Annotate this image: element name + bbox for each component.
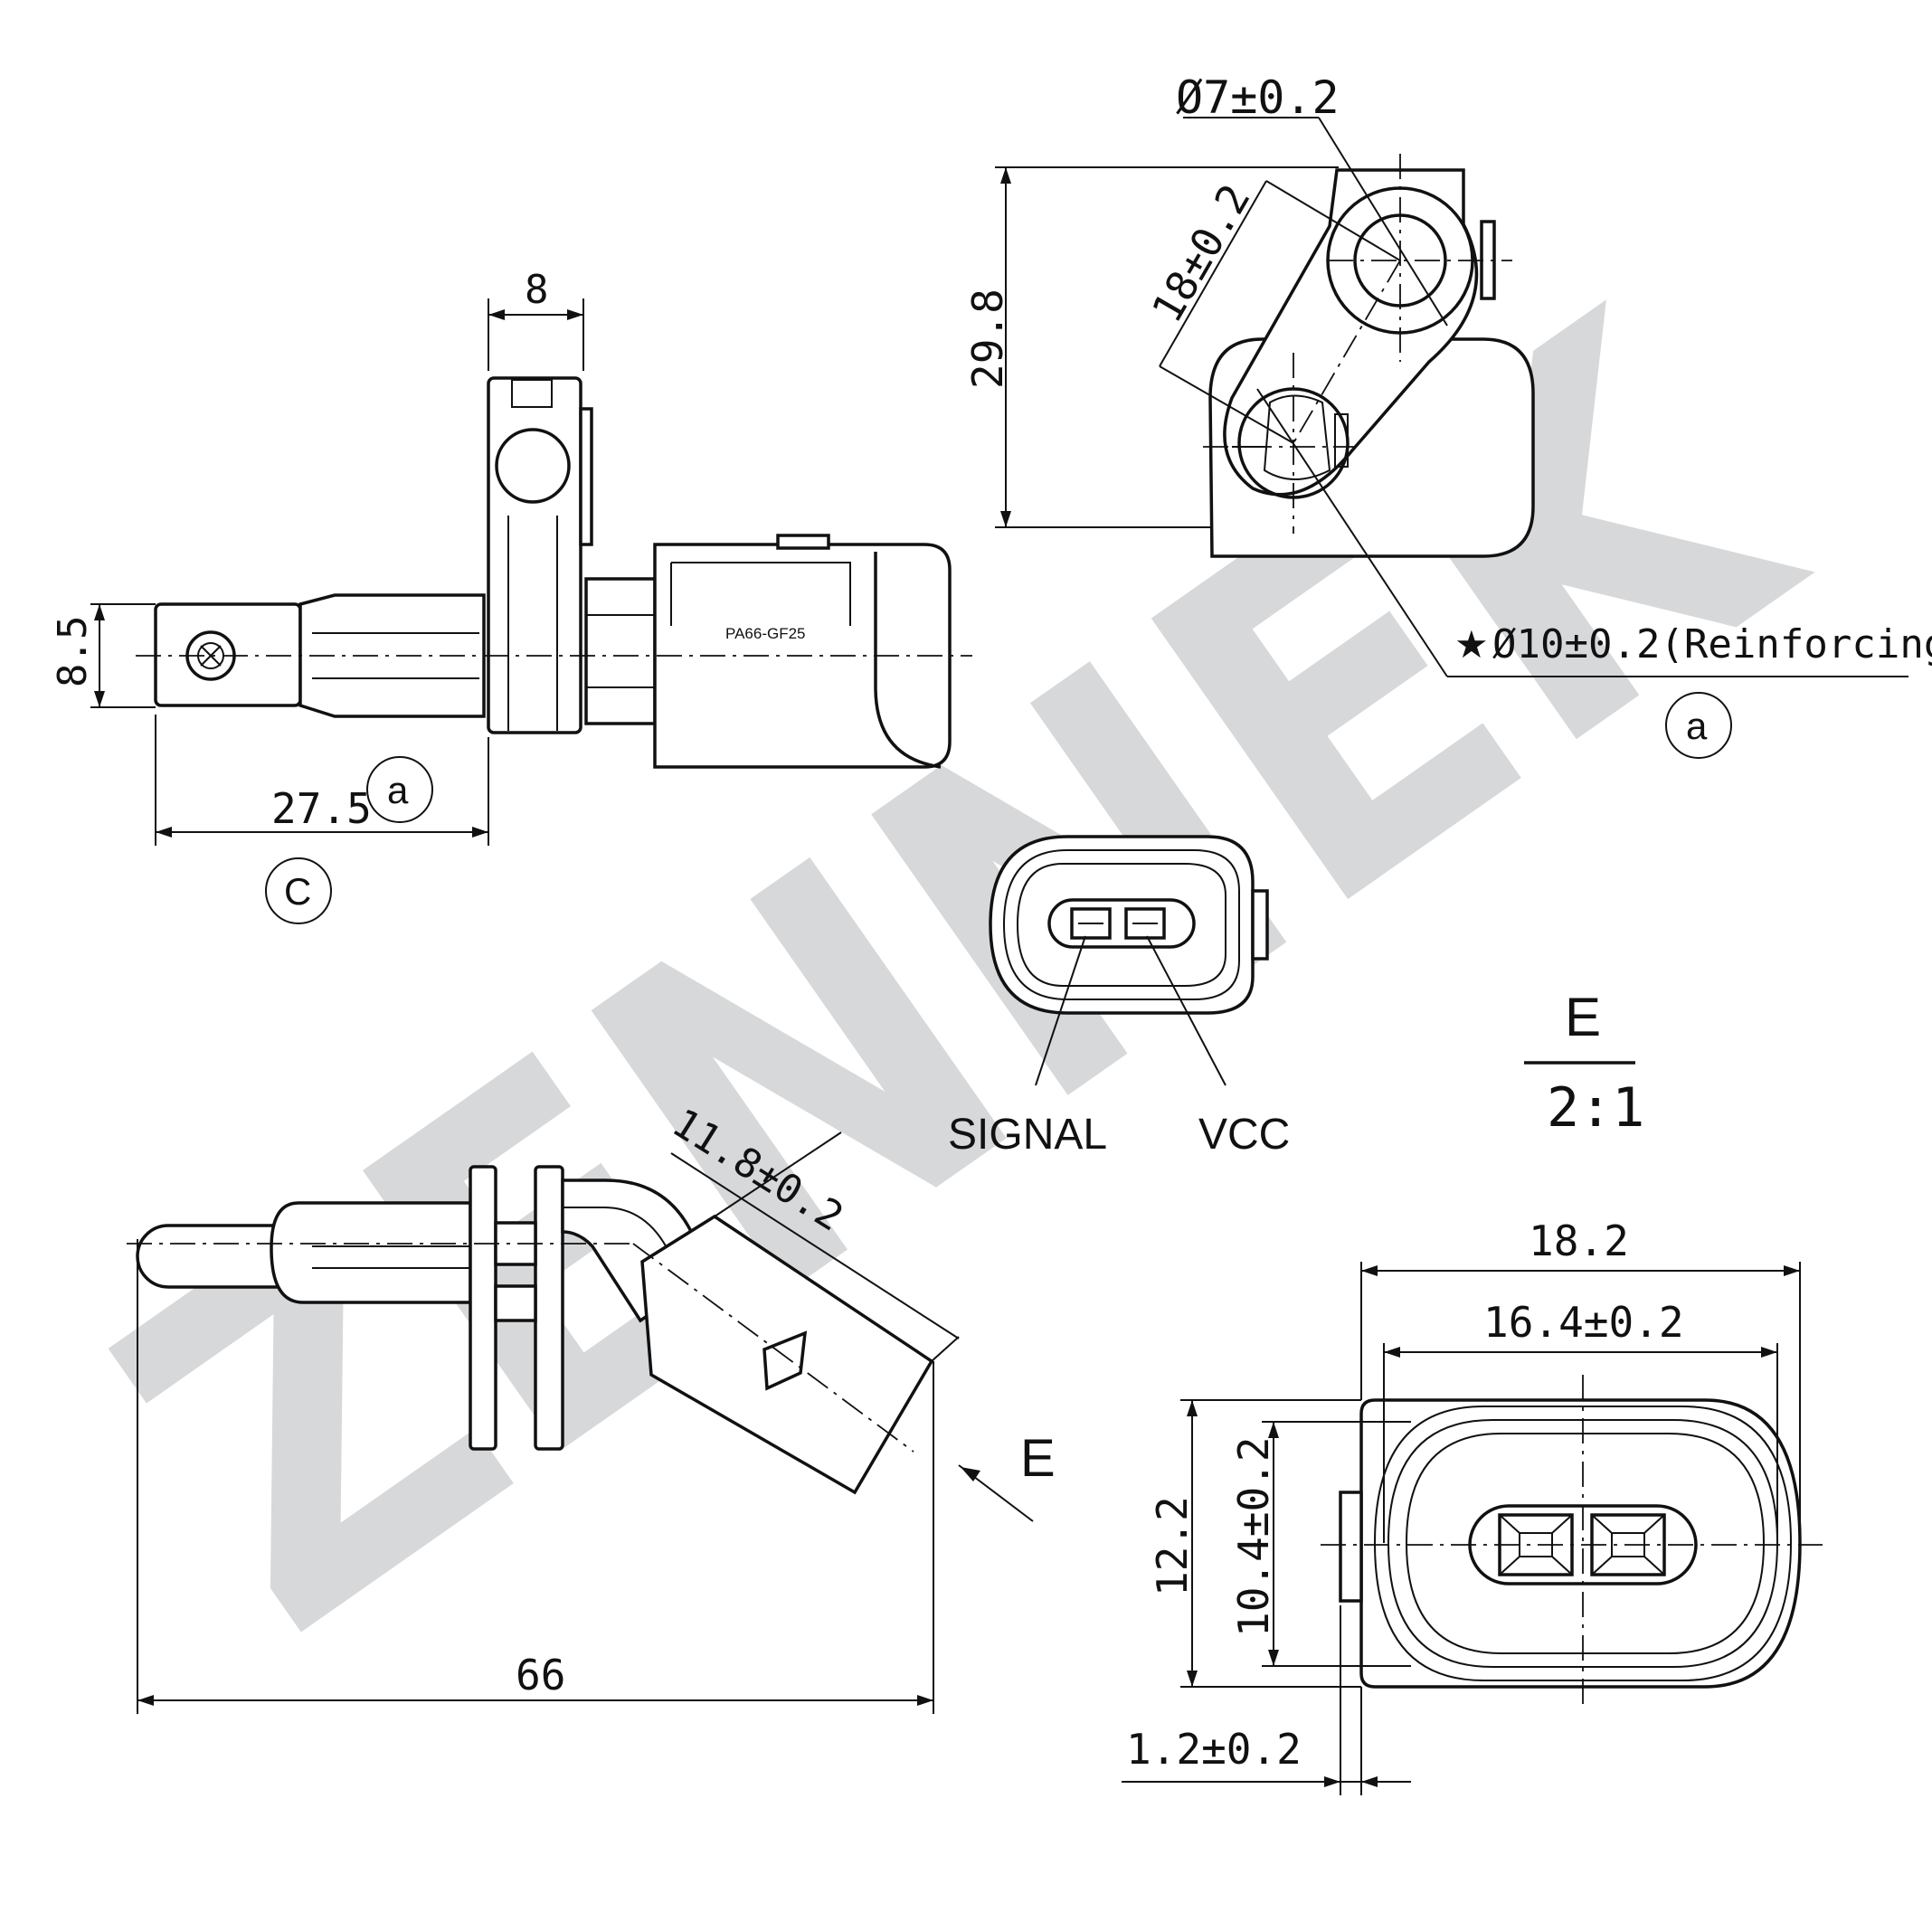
view-e-scale: E 2:1: [1524, 987, 1644, 1140]
detail-c-marker: C: [284, 870, 311, 913]
angled-view: [127, 1165, 934, 1495]
detail-a-marker-2: a: [1686, 705, 1708, 747]
view-e-title: E: [1565, 987, 1601, 1047]
dim-1-2: 1.2±0.2: [1126, 1725, 1302, 1774]
scale-label: 2:1: [1547, 1076, 1644, 1140]
dim-29-8: 29.8: [963, 289, 1012, 389]
signal-pin-label: SIGNAL: [948, 1111, 1107, 1159]
side-view-dimensions: 8 8.5 27.5 a C: [50, 267, 584, 924]
detail-a-marker: a: [387, 769, 409, 811]
star-icon: ★: [1454, 623, 1489, 666]
dim-hole-spacing: 18±0.2: [1142, 176, 1260, 331]
dim-hole-diameter: Ø7±0.2: [1176, 71, 1340, 124]
side-view: PA66-GF25: [136, 376, 972, 769]
dim-8: 8: [525, 267, 549, 313]
dim-10-4: 10.4±0.2: [1229, 1436, 1278, 1637]
dim-27-5: 27.5: [271, 784, 372, 833]
dim-12-2: 12.2: [1148, 1496, 1197, 1596]
dim-reinforcing: Ø10±0.2(Reinforcing): [1492, 621, 1932, 667]
connector-end-dimensions: 18.2 16.4±0.2 12.2 10.4±0.2 1.2±0.2: [1122, 1216, 1801, 1795]
vcc-pin-label: VCC: [1198, 1111, 1290, 1159]
material-label: PA66-GF25: [725, 625, 806, 642]
dim-16-4: 16.4±0.2: [1483, 1298, 1684, 1347]
dim-18-2: 18.2: [1529, 1216, 1629, 1265]
dim-66: 66: [516, 1651, 565, 1699]
connector-face-view: SIGNAL VCC: [948, 835, 1290, 1159]
connector-end-view: [1321, 1375, 1823, 1709]
dim-8-5: 8.5: [50, 616, 96, 687]
view-e-arrow-label: E: [1020, 1429, 1056, 1488]
top-view: [1203, 154, 1535, 558]
